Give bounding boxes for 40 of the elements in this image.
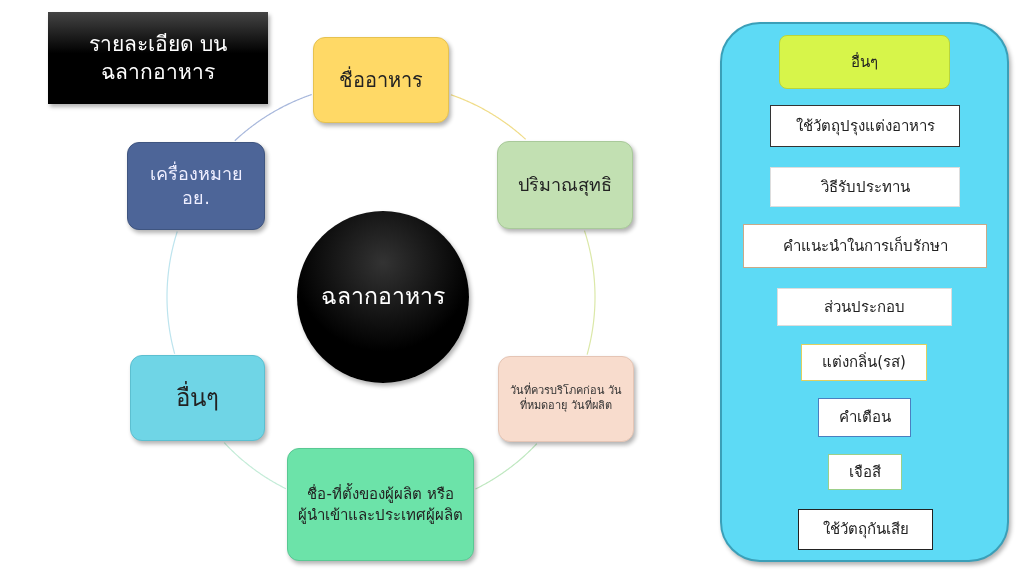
label-text: ใช้วัตถุกันเสีย: [822, 519, 909, 540]
label-text: คำเตือน: [838, 407, 891, 428]
label-text: ใช้วัตถุปรุงแต่งอาหาร: [795, 115, 935, 137]
connector-arc: [166, 230, 178, 355]
label-text: อื่นๆ: [851, 51, 878, 73]
item-box: [743, 224, 987, 268]
topic-box: [497, 141, 633, 229]
title-box: [48, 12, 268, 104]
connector-arc: [450, 94, 527, 140]
topic-box: [127, 142, 265, 230]
panel-header: [779, 35, 950, 89]
label-text: ปริมาณสุทธิ: [518, 172, 612, 198]
label-text: เจือสี: [849, 461, 881, 483]
topic-box: [498, 356, 634, 442]
label-text: ส่วนประกอบ: [824, 296, 905, 318]
label-text: แต่งกลิ่น(รส): [822, 352, 906, 373]
item-box: [770, 167, 960, 207]
label-text: เครื่องหมาย อย.: [148, 161, 244, 210]
panel-background: [720, 22, 1009, 562]
item-box: [828, 454, 902, 490]
label-text: ชื่ออาหาร: [339, 66, 423, 94]
item-box: [770, 105, 960, 147]
topic-box: [287, 448, 474, 561]
label-text: วิธีรับประทาน: [820, 176, 910, 198]
item-box: [777, 288, 952, 326]
label-text: คำแนะนำในการเก็บรักษา: [782, 235, 948, 257]
label-text: วันที่ควรบริโภคก่อน วันที่หมดอายุ วันที่ผลิต: [508, 384, 624, 414]
topic-box: [313, 37, 449, 123]
connector-arc: [583, 229, 596, 356]
label-text: ชื่อ-ที่ตั้งของผู้ผลิต หรือ ผู้นำเข้าและประเทศผู้ผลิต: [297, 484, 464, 525]
connector-arc: [474, 443, 538, 490]
label-text: รายละเอียด บนฉลากอาหาร: [87, 30, 229, 86]
connector-arc: [234, 93, 313, 142]
item-box: [798, 509, 933, 550]
label-text: ฉลากอาหาร: [321, 282, 445, 312]
topic-box: [130, 355, 265, 441]
connector-arc: [223, 441, 287, 490]
label-text: อื่นๆ: [176, 381, 219, 414]
item-box: [818, 398, 911, 437]
item-box: [801, 344, 927, 381]
